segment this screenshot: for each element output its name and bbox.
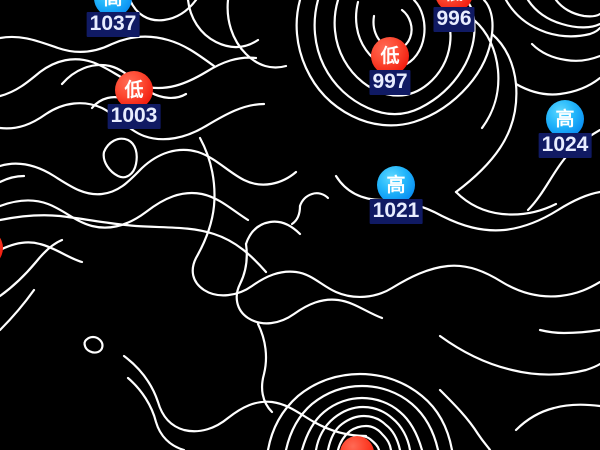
contour-line — [83, 335, 104, 354]
contour-line — [0, 238, 64, 298]
contour-line — [284, 384, 440, 450]
pressure-value-label: 1021 — [369, 199, 423, 225]
pressure-value-label: 1024 — [538, 133, 592, 159]
pressure-value-label: 1037 — [86, 12, 140, 38]
contour-line — [314, 405, 412, 450]
contour-line — [300, 396, 424, 450]
pressure-value-label: 997 — [369, 70, 411, 96]
low-symbol-icon: 低 — [115, 71, 153, 109]
contour-line — [0, 288, 36, 332]
low-centre-dot-bottom — [340, 436, 374, 450]
high-symbol-icon: 高 — [377, 166, 415, 204]
contour-line — [256, 322, 274, 414]
contour-line — [0, 214, 268, 274]
contour-line — [290, 204, 302, 226]
contour-line — [538, 328, 600, 335]
pressure-value-label: 1003 — [107, 104, 161, 130]
contour-line — [454, 190, 558, 216]
pressure-value-label: 996 — [433, 7, 475, 33]
contour-line — [530, 42, 600, 62]
low-symbol-icon: 低 — [0, 229, 3, 267]
contour-line — [438, 334, 600, 376]
contour-line — [438, 388, 492, 450]
contour-line — [0, 241, 84, 264]
contour-line — [454, 32, 518, 194]
contour-line — [266, 372, 454, 450]
contour-line — [0, 148, 298, 196]
contour-line — [326, 414, 402, 450]
contour-line — [102, 137, 138, 179]
contour-line — [504, 0, 600, 38]
contour-line — [0, 174, 26, 184]
contour-line — [191, 136, 600, 298]
contour-line — [244, 220, 302, 246]
contour-line — [554, 0, 600, 18]
contour-line — [235, 242, 384, 325]
contour-line — [298, 192, 330, 208]
low-symbol-icon: 低 — [371, 37, 409, 75]
contour-line — [336, 424, 393, 450]
contour-line — [514, 76, 600, 96]
contour-line — [514, 403, 600, 432]
contour-line — [0, 35, 216, 68]
contour-line — [186, 0, 260, 49]
contour-line — [226, 0, 288, 69]
contour-line — [126, 376, 186, 450]
contour-line — [526, 0, 600, 29]
contour-line — [472, 18, 500, 130]
high-symbol-icon: 高 — [546, 100, 584, 138]
